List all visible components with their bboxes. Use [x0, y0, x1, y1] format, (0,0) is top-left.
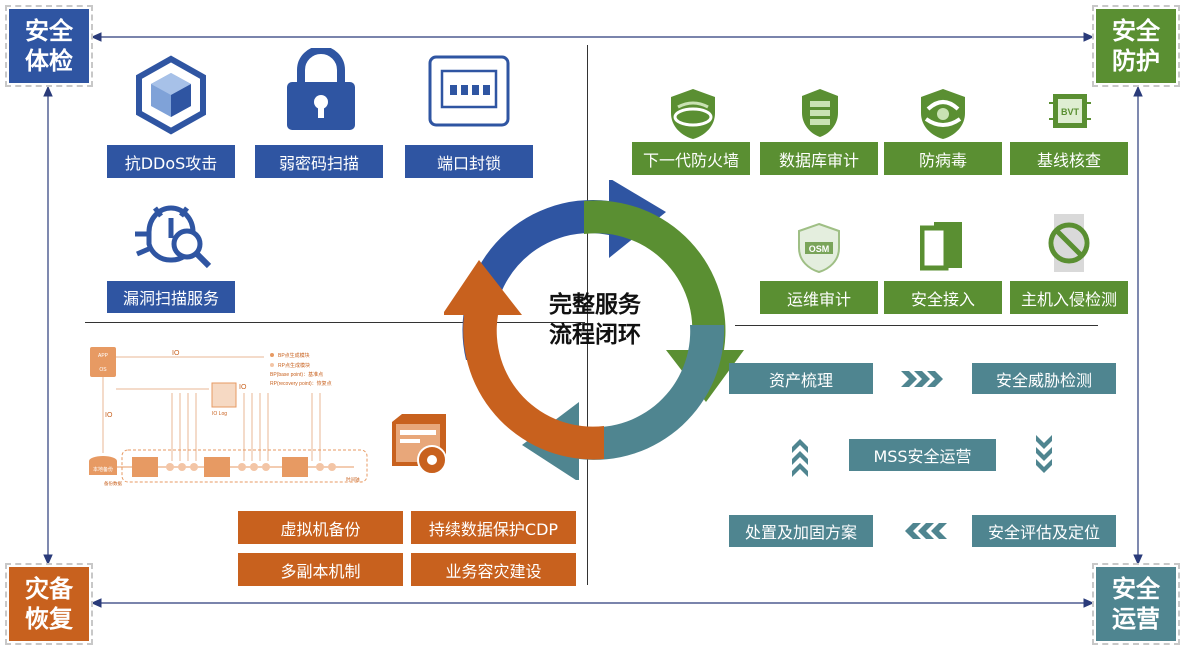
network-port-icon	[428, 55, 510, 127]
ops-assessment: 安全评估及定位	[972, 515, 1116, 547]
cycle-arrows	[444, 180, 744, 480]
io-log-label: IO Log	[212, 411, 227, 417]
ops-mss: MSS安全运营	[849, 439, 996, 471]
protection-item-antivirus: 防病毒	[884, 142, 1002, 175]
osm-shield-icon: OSM	[798, 222, 840, 274]
corner-text: 安全	[1112, 17, 1160, 45]
local-backup-text: 本地备份	[93, 466, 113, 473]
checkup-item-ddos: 抗DDoS攻击	[107, 145, 235, 178]
legend-recovery: RP(recovery point)：恢复点	[270, 380, 332, 387]
corner-security-checkup: 安全 体检	[5, 5, 93, 87]
legend-rp: RP点生成模块	[278, 362, 310, 369]
bvt-badge-text: BVT	[1061, 107, 1080, 117]
io-label: IO	[172, 350, 180, 357]
corner-text: 体检	[25, 47, 73, 75]
recovery-item-cdp: 持续数据保护CDP	[411, 511, 576, 544]
checkup-item-weak-password: 弱密码扫描	[255, 145, 383, 178]
corner-text: 安全	[25, 17, 73, 45]
legend-base: BP(base point)：基准点	[270, 371, 323, 378]
divider-right-horizontal	[735, 325, 1098, 326]
corner-security-operations: 安全 运营	[1092, 563, 1180, 645]
access-door-icon	[920, 222, 962, 271]
divider-vertical	[587, 45, 588, 585]
protection-item-db-audit: 数据库审计	[760, 142, 878, 175]
corner-disaster-recovery: 灾备 恢复	[5, 563, 93, 645]
padlock-icon	[287, 48, 355, 130]
cdp-diagram: APP OS IO IO IO IO Log BP点生成模块 RP点生成模块 B…	[89, 347, 368, 487]
ops-threat-detection: 安全威胁检测	[972, 363, 1116, 394]
cube-shield-icon	[136, 55, 206, 135]
corner-text: 防护	[1112, 47, 1160, 75]
bug-magnifier-icon	[135, 205, 212, 269]
checkup-item-port-block: 端口封锁	[405, 145, 533, 178]
cycle-arrow-orange	[444, 260, 604, 460]
corner-security-protection: 安全 防护	[1092, 5, 1180, 87]
database-shield-icon	[802, 89, 838, 137]
corner-text: 安全	[1112, 575, 1160, 603]
corner-text: 运营	[1112, 605, 1160, 633]
protection-item-ops-audit: 运维审计	[760, 281, 878, 314]
chevron-left-icon	[905, 523, 947, 539]
server-gear-icon	[392, 414, 447, 475]
divider-left-horizontal	[85, 322, 585, 323]
corner-text: 恢复	[25, 605, 73, 633]
center-title-line: 流程闭环	[549, 322, 641, 348]
recovery-item-business-dr: 业务容灾建设	[411, 553, 576, 586]
antivirus-shield-icon	[921, 89, 965, 139]
chevron-right-icon	[901, 371, 943, 387]
protection-item-secure-access: 安全接入	[884, 281, 1002, 314]
bvt-chip-icon: BVT	[1049, 94, 1091, 128]
protection-item-hids: 主机入侵检测	[1010, 281, 1128, 314]
legend-bp: BP点生成模块	[278, 352, 310, 359]
io-label: IO	[239, 384, 247, 391]
osm-badge-text: OSM	[809, 244, 830, 254]
backup-data-label: 备份数据	[104, 480, 122, 487]
recovery-item-multi-replica: 多副本机制	[238, 553, 403, 586]
ops-asset-inventory: 资产梳理	[729, 363, 873, 394]
chevron-up-icon	[792, 439, 808, 477]
time-axis-label: 时间轴	[346, 476, 360, 483]
chevron-down-icon	[1036, 435, 1052, 473]
app-text: APP	[98, 353, 109, 359]
center-title: 完整服务 流程闭环	[520, 290, 670, 350]
firewall-shield-icon	[671, 89, 715, 139]
corner-text: 灾备	[25, 575, 73, 603]
recovery-item-vm-backup: 虚拟机备份	[238, 511, 403, 544]
protection-item-baseline: 基线核查	[1010, 142, 1128, 175]
os-text: OS	[99, 367, 107, 373]
io-label: IO	[105, 412, 113, 419]
checkup-item-vuln-scan: 漏洞扫描服务	[107, 281, 235, 313]
intrusion-block-icon	[1048, 214, 1090, 272]
ops-handling-plan: 处置及加固方案	[729, 515, 873, 547]
protection-item-ngfw: 下一代防火墙	[632, 142, 750, 175]
center-title-line: 完整服务	[549, 292, 641, 318]
